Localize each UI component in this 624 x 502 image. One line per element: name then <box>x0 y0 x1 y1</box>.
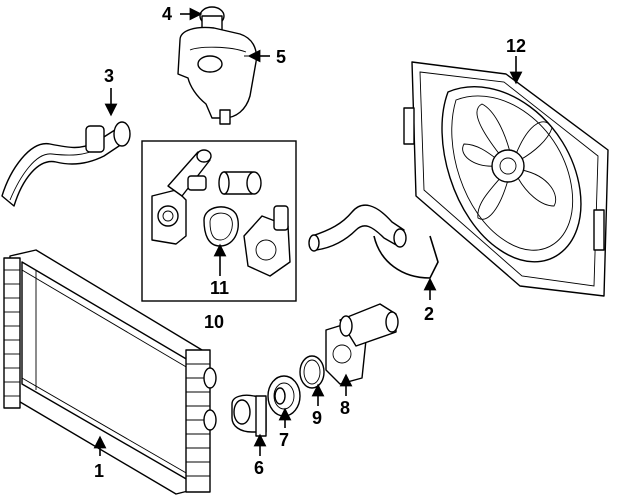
callout-12: 12 <box>506 36 526 56</box>
water-outlet <box>243 205 291 277</box>
thermostat <box>267 375 301 417</box>
radiator <box>3 249 217 495</box>
outlet-housing <box>325 303 399 385</box>
callout-5: 5 <box>276 47 286 67</box>
lower-hose <box>1 121 131 207</box>
callout-8: 8 <box>340 398 350 418</box>
callout-10: 10 <box>204 312 224 332</box>
callout-9: 9 <box>312 408 322 428</box>
water-inlet <box>231 394 267 437</box>
callout-6: 6 <box>254 458 264 478</box>
fan-shroud <box>403 61 609 297</box>
callout-2: 2 <box>424 304 434 324</box>
callout-11: 11 <box>210 278 229 298</box>
callout-1: 1 <box>94 461 104 481</box>
assembly-box <box>141 140 297 302</box>
thermostat-housing-assembly <box>151 149 262 245</box>
upper-hose <box>308 204 439 279</box>
seal <box>299 355 325 389</box>
callout-3: 3 <box>104 66 114 86</box>
coolant-reservoir <box>177 6 262 125</box>
leader-lines <box>93 7 523 456</box>
callout-4: 4 <box>162 4 172 24</box>
gasket <box>203 206 239 247</box>
callout-7: 7 <box>279 430 289 450</box>
